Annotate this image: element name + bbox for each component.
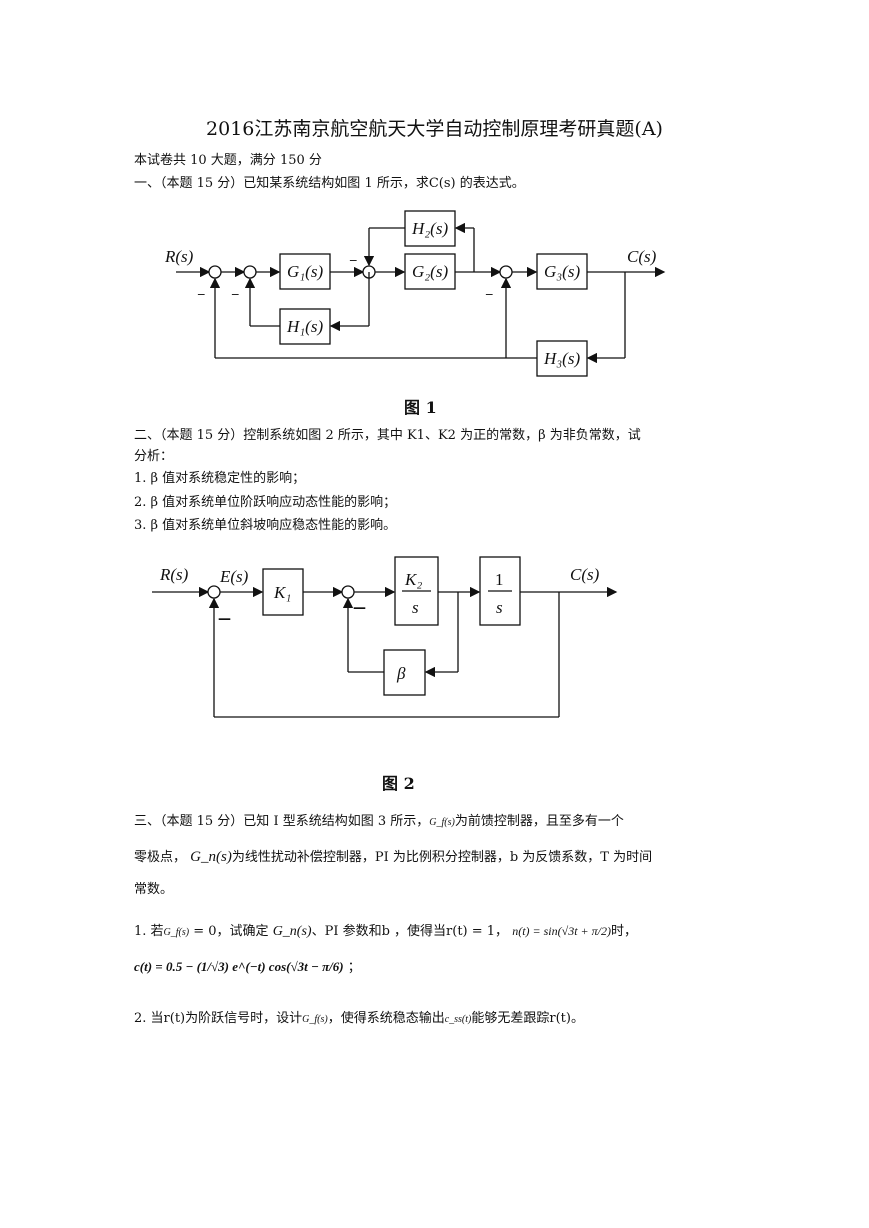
figure-1-caption: 图 1 — [404, 398, 437, 417]
fig1-minus-3: _ — [349, 247, 357, 262]
question-3-line-3: 常数。 — [134, 882, 174, 897]
fig1-g1-label: G₁(s) — [287, 262, 323, 281]
fig2-s-label-1: s — [412, 598, 419, 617]
fig1-g3-label: G₃(s) — [544, 262, 580, 281]
c-t-formula: c(t) = 0.5 − (1/√3) e^(−t) cos(√3t − π/6… — [134, 959, 344, 974]
fig2-beta-label: β — [396, 664, 406, 683]
fig2-k2-label: K₂ — [404, 570, 422, 589]
gn-symbol: G_n(s) — [190, 849, 232, 865]
css-symbol: c_ss(t) — [444, 1014, 472, 1025]
question-2-item-2: 2. β 值对系统单位阶跃响应动态性能的影响； — [134, 495, 397, 510]
question-3-formula-line: c(t) = 0.5 − (1/√3) e^(−t) cos(√3t − π/6… — [134, 959, 361, 975]
figure-2-block-diagram — [152, 556, 618, 718]
fig1-minus-1: _ — [197, 281, 205, 296]
fig2-minus-2: — — [353, 601, 366, 616]
fig2-input-label: R(s) — [159, 565, 189, 584]
fig1-output-label: C(s) — [627, 247, 657, 266]
fig1-g2-label: G₂(s) — [412, 262, 448, 281]
fig2-output-label: C(s) — [570, 565, 600, 584]
fig1-minus-4: _ — [485, 281, 493, 296]
question-3-sub-2: 2. 当r(t)为阶跃信号时，设计G_f(s)，使得系统稳态输出c_ss(t)能… — [134, 1011, 584, 1026]
page-title: 2016江苏南京航空航天大学自动控制原理考研真题(A) — [206, 118, 663, 140]
exam-intro: 本试卷共 10 大题，满分 150 分 — [134, 153, 322, 168]
fig2-minus-1: — — [218, 612, 231, 627]
question-2-line-2: 分析： — [134, 449, 174, 464]
gf-symbol: G_f(s) — [429, 817, 455, 828]
question-3-line-1: 三、（本题 15 分）已知 I 型系统结构如图 3 所示，G_f(s)为前馈控制… — [134, 814, 624, 829]
fig2-error-label: E(s) — [219, 567, 249, 586]
fig1-minus-2: _ — [231, 281, 239, 296]
n-t-formula: n(t) = sin(√3t + π/2) — [512, 924, 611, 938]
fig2-k1-label: K₁ — [273, 583, 291, 602]
fig2-one-label: 1 — [495, 570, 504, 589]
question-2-item-1: 1. β 值对系统稳定性的影响； — [134, 471, 306, 486]
fig2-s-label-2: s — [496, 598, 503, 617]
question-3-sub-1: 1. 若G_f(s) = 0，试确定 G_n(s)、PI 参数和b ，使得当r(… — [134, 924, 638, 939]
fig1-h3-label: H₃(s) — [543, 349, 580, 368]
question-2-line-1: 二、（本题 15 分）控制系统如图 2 所示，其中 K1、K2 为正的常数，β … — [134, 428, 641, 443]
fig1-input-label: R(s) — [164, 247, 194, 266]
question-3-line-2: 零极点， G_n(s)为线性扰动补偿控制器，PI 为比例积分控制器，b 为反馈系… — [134, 849, 653, 865]
fig1-h2-label: H₂(s) — [411, 219, 448, 238]
fig1-h1-label: H₁(s) — [286, 317, 323, 336]
figure-2-caption: 图 2 — [382, 774, 415, 793]
question-2-item-3: 3. β 值对系统单位斜坡响应稳态性能的影响。 — [134, 518, 397, 533]
question-1-text: 一、（本题 15 分）已知某系统结构如图 1 所示，求C(s) 的表达式。 — [134, 176, 525, 191]
